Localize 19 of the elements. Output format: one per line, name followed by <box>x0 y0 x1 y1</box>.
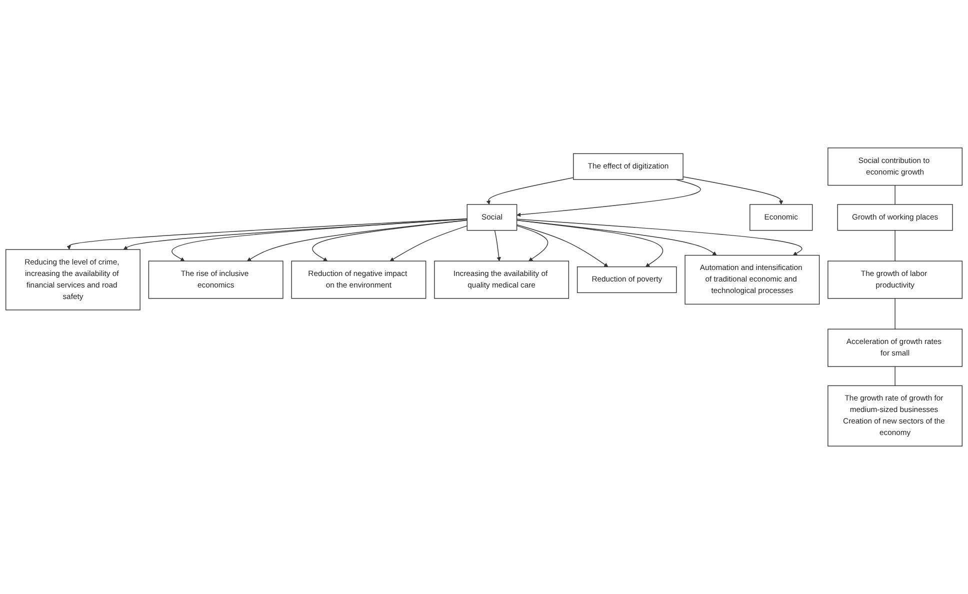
connector <box>894 184 896 205</box>
arrow <box>516 220 664 267</box>
arrow <box>390 225 468 262</box>
arrow <box>494 230 501 262</box>
arrow <box>516 225 548 262</box>
connector <box>894 366 896 386</box>
connector <box>894 230 896 262</box>
arrow <box>123 218 468 250</box>
arrow <box>516 218 802 256</box>
arrow <box>516 224 608 267</box>
arrow <box>66 218 468 250</box>
arrow <box>312 220 468 262</box>
arrow <box>246 220 468 262</box>
arrow <box>682 176 784 205</box>
connector <box>894 298 896 330</box>
arrow <box>516 179 701 217</box>
arrow <box>516 220 717 256</box>
arrow <box>172 218 468 262</box>
arrow <box>486 177 574 205</box>
